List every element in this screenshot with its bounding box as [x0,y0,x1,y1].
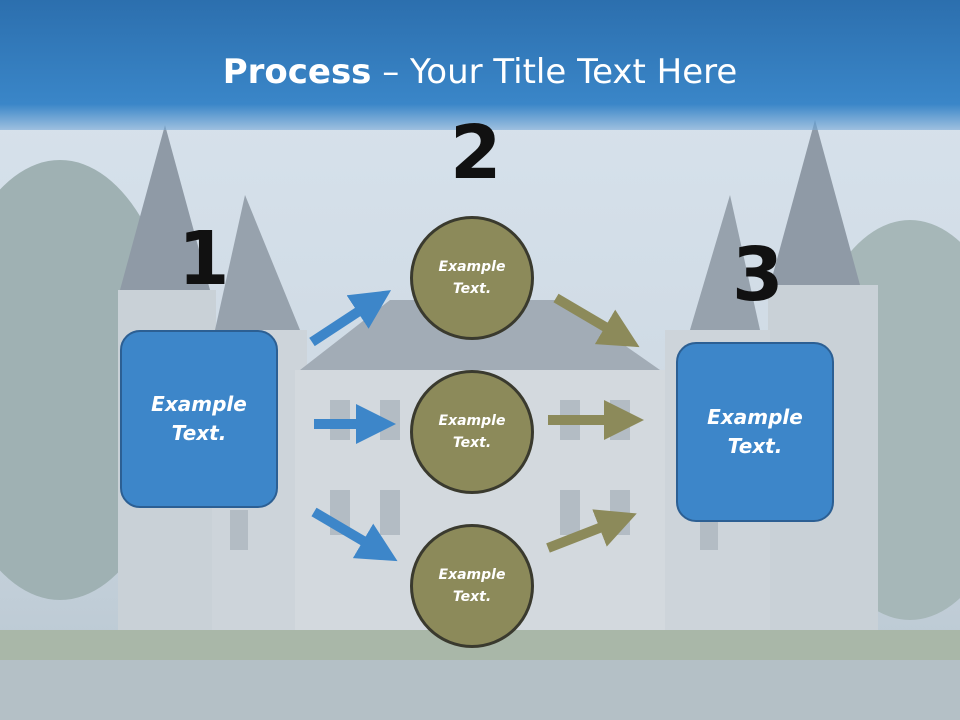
circle-bottom-text: Example Text. [438,566,506,605]
step-number-3: 3 [732,232,784,318]
step-number-2: 2 [450,110,502,196]
left-box-text: Example Text. [151,392,247,445]
right-box-text: Example Text. [707,405,803,458]
arrow-left-to-top [309,290,392,347]
step-number-1: 1 [178,216,230,302]
slide-title: Process – Your Title Text Here [0,52,960,92]
circle-middle: Example Text. [410,370,534,494]
title-bar [0,0,960,130]
arrow-bottom-to-right [546,509,637,553]
arrow-left-to-bottom [311,507,398,562]
left-box: Example Text. [120,330,278,508]
title-rest: – Your Title Text Here [371,52,738,92]
right-box: Example Text. [676,342,834,522]
circle-bottom: Example Text. [410,524,534,648]
title-bold: Process [222,52,372,92]
circle-middle-text: Example Text. [438,412,506,451]
circle-top: Example Text. [410,216,534,340]
arrow-top-to-right [553,293,640,348]
circle-top-text: Example Text. [438,258,506,297]
